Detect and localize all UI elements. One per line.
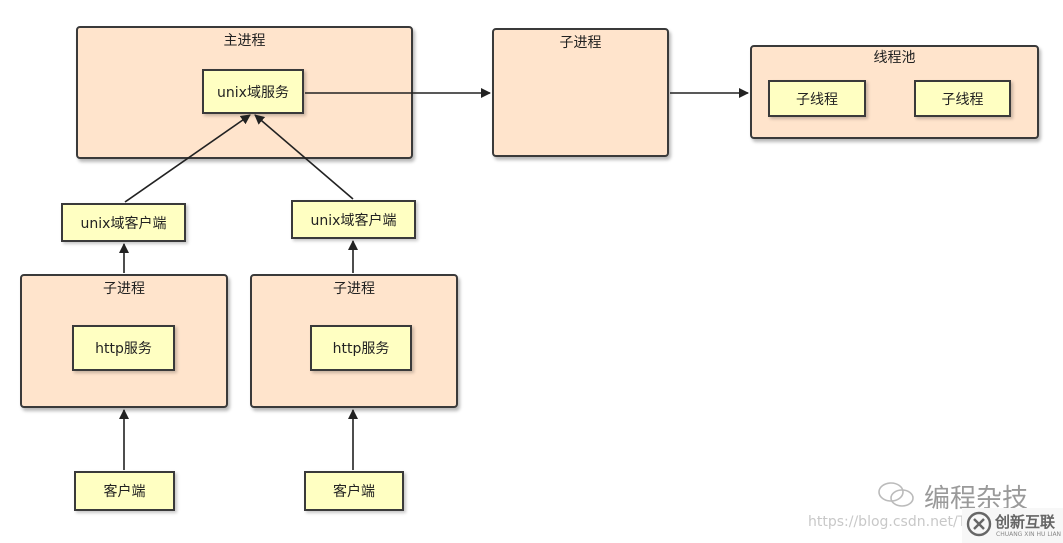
- client-node: 客户端: [304, 471, 404, 511]
- http-service-node: http服务: [72, 325, 175, 371]
- main-process-title: 主进程: [223, 33, 266, 49]
- thread-node: 子线程: [768, 80, 866, 117]
- thread-node: 子线程: [914, 80, 1011, 117]
- child-process-top-box: 子进程: [492, 28, 669, 157]
- http-service-node: http服务: [310, 325, 412, 371]
- unix-client-node: unix域客户端: [291, 200, 416, 239]
- arrow-unixclient2-to-service: [254, 114, 354, 200]
- arrow-unixclient1-to-service: [124, 114, 251, 203]
- child-process-title: 子进程: [333, 281, 375, 297]
- child-process-title: 子进程: [103, 281, 145, 297]
- brand-watermark-text: 创新互联: [995, 513, 1056, 531]
- url-watermark-text: https://blog.csdn.net/T: [808, 514, 967, 530]
- unix-client-node: unix域客户端: [61, 203, 186, 242]
- thread-pool-title: 线程池: [873, 50, 916, 66]
- wechat-icon: [878, 482, 914, 507]
- client-node: 客户端: [74, 471, 175, 511]
- brand-logo-icon: [966, 511, 992, 537]
- brand-watermark-subtext: CHUANG XIN HU LIAN: [996, 531, 1062, 538]
- child-process-top-title: 子进程: [559, 35, 602, 51]
- unix-domain-service-node: unix域服务: [202, 69, 304, 114]
